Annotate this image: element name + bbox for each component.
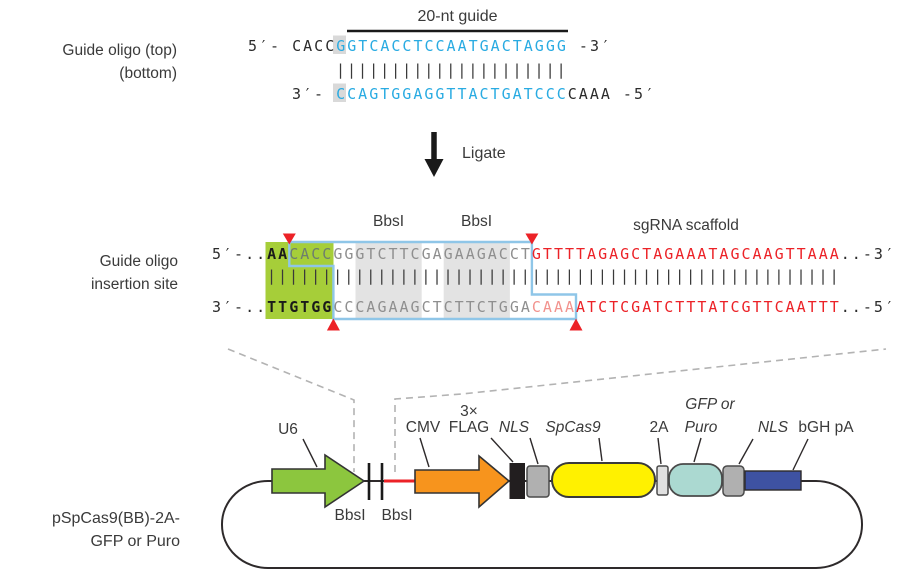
ins-bot-stem: CAAA [531,298,577,316]
ins-bot-filler: CCCAGAAGCTCTTCTGGA [333,298,532,316]
nls2-label: NLS [757,419,789,436]
ins-top-stem: CACC [289,245,334,263]
insertion-side-label-2: insertion site [90,276,178,293]
gfp-puro-capsule [668,463,723,497]
sgrna-scaffold-label: sgRNA scaffold [633,217,739,234]
top-strand-guide: GTCACCTCCAATGACTAGGG [347,37,568,55]
flag-label: FLAG [448,419,490,436]
ins-bot-3prime: 3′-.. [212,298,268,316]
cut-site-marker-top-left [282,233,296,245]
insertion-base-pair-bars: ||||||||||||||||||||||||||||||||||||||||… [267,267,841,285]
nls-box-2 [722,465,745,497]
top-strand-g-overhang: G [336,37,348,55]
insertion-top-strand: 5′-..AACACCGGGTCTTCGAGAAGACCTGTTTTAGAGCT… [212,244,896,264]
cut-site-marker-bottom-right [569,318,583,331]
top-strand-3prime: -3′ [567,37,613,55]
p2a-leader-line [657,437,662,465]
bbsi-site-label-1: BbsI [334,507,366,524]
bbsi-label-right: BbsI [460,213,492,230]
ligate-label: Ligate [462,145,506,162]
bottom-strand-5prime: -5′ [611,85,657,103]
bbsi-recognition-band-right [443,242,510,319]
nls-box-1 [526,465,550,498]
bbsi-label-left: BbsI [372,213,404,230]
ins-top-5prime: 5′-.. [212,245,268,263]
bottom-strand-c-pair: C [336,85,348,103]
bottom-strand-3prime: 3′- [292,85,337,103]
nls1-leader-line [529,437,539,465]
ins-top-3prime: ..-3′ [840,245,896,263]
nls2-leader-line [738,438,754,465]
bottom-strand-overhang: CAAA [567,85,612,103]
bottom-strand-guide: CAGTGGAGGTTACTGATCCC [347,85,568,103]
u6-label: U6 [278,421,298,438]
oligo-side-label-top: Guide oligo (top) [62,42,177,59]
ins-bot-overhang: TTGTGG [267,298,334,316]
cmv-promoter-arrow [414,454,511,509]
bgh-pa-label: bGH pA [798,419,854,436]
insertion-side-label-1: Guide oligo [99,253,178,270]
spcas9-label: SpCas9 [545,419,601,436]
u6-promoter-arrow [271,453,366,509]
ins-top-overhang: AA [267,245,290,263]
flag-leader-line [490,437,514,463]
p2a-box [656,465,669,496]
bgh-polya-box [744,470,802,491]
ligate-arrow-icon [424,132,444,177]
u6-leader-line [302,438,318,468]
plasmid-name-line2: GFP or Puro [90,533,180,550]
ins-top-filler: GGGTCTTCGAGAAGACCT [333,245,532,263]
p2a-label: 2A [649,419,669,436]
plasmid-name-line1: pSpCas9(BB)-2A- [51,510,180,527]
gfp-puro-leader-line [693,437,702,463]
puro-label: Puro [684,419,718,436]
oligo-bottom-strand: 3′- CCAGTGGAGGTTACTGATCCCCAAA -5′ [292,84,656,104]
ins-top-scaffold: GTTTTAGAGCTAGAAATAGCAAGTTAAA [531,245,841,263]
guide-bracket-label: 20-nt guide [417,8,498,25]
oligo-top-strand: 5′- CACCGGTCACCTCCAATGACTAGGG -3′ [248,36,612,56]
top-strand-5prime: 5′- [248,37,293,55]
element-leader-lines [302,437,809,471]
flag-tag-box [509,463,525,499]
flag-label-top: 3× [460,403,478,420]
bbsi-recognition-band-left [355,242,422,319]
ins-bot-5prime: ..-5′ [840,298,896,316]
spcas9-gene-capsule [551,462,656,498]
zoom-guide-dashed-left [227,348,355,472]
spcas9-leader-line [598,437,603,462]
cmv-leader-line [419,437,430,468]
bbsi-site-label-2: BbsI [381,507,413,524]
cmv-label: CMV [405,419,441,436]
g-overhang-highlight [333,35,346,54]
bghpa-leader-line [792,438,809,471]
cut-site-marker-bottom-left [326,318,340,331]
insertion-bottom-strand: 3′-..TTGTGGCCCAGAAGCTCTTCTGGACAAAATCTCGA… [212,297,896,317]
cut-site-marker-top-right [525,233,539,245]
ins-bot-scaffold: ATCTCGATCTTTATCGTTCAATTT [576,298,841,316]
nls1-label: NLS [498,419,530,436]
oligo-side-label-bottom: (bottom) [119,65,177,82]
insertion-green-band [265,242,334,319]
top-strand-stem: CACC [292,37,337,55]
zoom-guide-dashed-right [394,348,887,472]
oligo-base-pair-bars: ||||||||||||||||||||| [336,61,568,79]
gfp-or-label: GFP or [685,396,735,413]
c-pair-highlight [333,83,346,102]
